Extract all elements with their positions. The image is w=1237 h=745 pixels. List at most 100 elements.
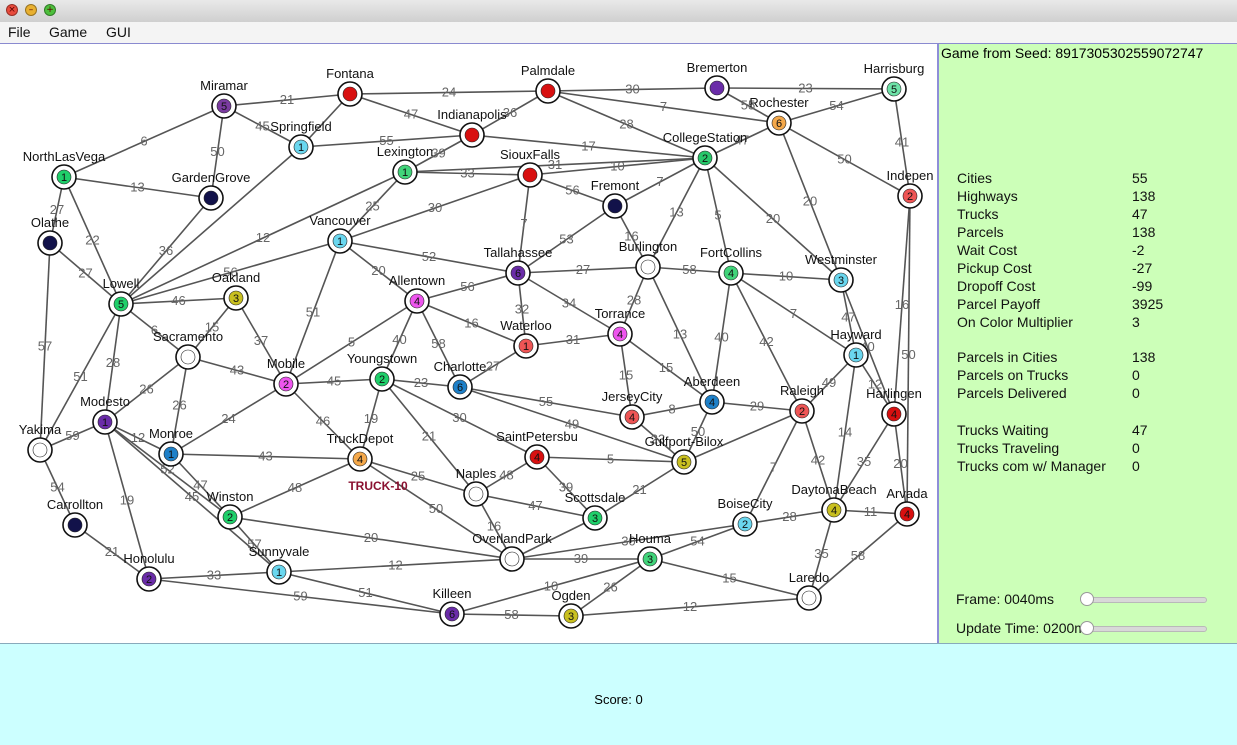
city[interactable]: Fremont bbox=[591, 178, 640, 219]
city[interactable]: Bremerton bbox=[687, 60, 748, 101]
city-name: Vancouver bbox=[309, 213, 371, 228]
city[interactable]: Burlington bbox=[619, 239, 678, 280]
city[interactable]: Carrollton bbox=[47, 497, 103, 538]
parcel-count: 2 bbox=[146, 574, 152, 586]
city-name: CollegeStation bbox=[663, 130, 748, 145]
parcel-count: 2 bbox=[283, 379, 289, 391]
update-slider-thumb[interactable] bbox=[1080, 621, 1094, 635]
city-name: DaytonaBeach bbox=[791, 482, 876, 497]
city[interactable]: GardenGrove bbox=[172, 170, 251, 211]
highway bbox=[649, 523, 746, 560]
city[interactable]: Laredo bbox=[789, 570, 829, 611]
city[interactable]: Naples bbox=[456, 466, 497, 507]
city-name: Houma bbox=[629, 531, 672, 546]
highway-weight: 45 bbox=[255, 119, 269, 134]
city[interactable]: Indianapolis bbox=[437, 107, 507, 148]
minimize-icon[interactable]: – bbox=[25, 4, 37, 16]
stats-panel: Game from Seed: 8917305302559072747 Citi… bbox=[937, 44, 1237, 643]
frame-slider[interactable] bbox=[1080, 592, 1207, 606]
menu-gui[interactable]: GUI bbox=[106, 24, 131, 40]
update-slider[interactable] bbox=[1080, 621, 1207, 635]
city[interactable]: Sacramento bbox=[153, 329, 223, 370]
city[interactable]: OverlandPark bbox=[472, 531, 552, 572]
highway-weight: 27 bbox=[486, 359, 500, 374]
city-marker bbox=[902, 188, 918, 204]
city-marker bbox=[278, 376, 294, 392]
highway-weight: 47 bbox=[193, 478, 207, 493]
highway-weight: 49 bbox=[822, 375, 836, 390]
highway-weight: 46 bbox=[171, 293, 185, 308]
menu-game[interactable]: Game bbox=[49, 24, 88, 40]
city[interactable]: Yakima bbox=[19, 422, 62, 463]
highway-weight: 5 bbox=[714, 208, 721, 223]
city[interactable]: Olathe bbox=[31, 215, 69, 256]
city-marker bbox=[228, 290, 244, 306]
menu-file[interactable]: File bbox=[8, 24, 31, 40]
city-marker bbox=[563, 608, 579, 624]
highway bbox=[517, 174, 531, 274]
stat-value: 0 bbox=[1132, 458, 1140, 474]
stat-label: Pickup Cost bbox=[957, 260, 1032, 276]
highway bbox=[471, 90, 549, 136]
highway bbox=[893, 88, 911, 197]
highway-weight: 10 bbox=[610, 159, 624, 174]
parcel-count: 6 bbox=[776, 118, 782, 130]
city[interactable]: SiouxFalls bbox=[500, 147, 560, 188]
highway-weight: 39 bbox=[559, 480, 573, 495]
highway bbox=[801, 354, 857, 412]
city[interactable]: Palmdale bbox=[521, 63, 575, 104]
highway-weight: 28 bbox=[106, 355, 120, 370]
highway bbox=[649, 558, 810, 599]
city[interactable]: Fontana bbox=[326, 66, 375, 107]
frame-slider-thumb[interactable] bbox=[1080, 592, 1094, 606]
stat-value: 3 bbox=[1132, 314, 1140, 330]
zoom-icon[interactable]: + bbox=[44, 4, 56, 16]
parcel-count: 4 bbox=[357, 454, 363, 466]
highway bbox=[170, 453, 231, 518]
close-icon[interactable]: × bbox=[6, 4, 18, 16]
